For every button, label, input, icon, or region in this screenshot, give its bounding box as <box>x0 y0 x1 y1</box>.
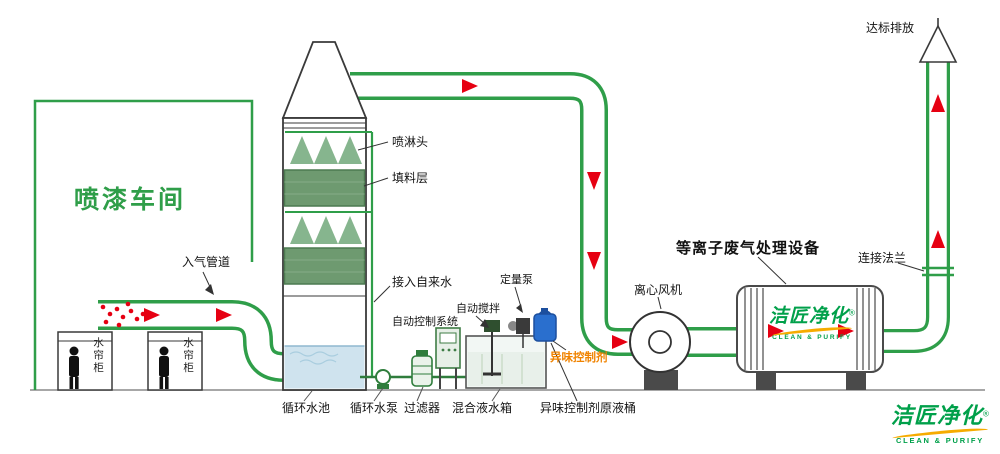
main-duct-pipe <box>350 72 640 356</box>
workshop-building-outline <box>33 99 254 390</box>
brand-logo-footer: 洁匠净化® CLEAN & PURIFY <box>884 398 996 445</box>
exhaust-stack-pipe <box>878 58 950 353</box>
paint-mist-dots <box>100 301 146 328</box>
label-pool: 循环水池 <box>282 401 331 415</box>
label-circ-pump: 循环水泵 <box>350 401 399 415</box>
packing-layer-block-1 <box>283 169 366 207</box>
label-odor-agent: 异味控制剂 <box>550 352 608 364</box>
flow-arrow-top-pipe <box>462 79 478 93</box>
leader-arrowheads <box>205 284 523 328</box>
brand-logo-equipment: 洁匠净化® CLEAN & PURIFY <box>764 301 860 341</box>
label-water-curtain-2: 水帘柜 <box>182 337 195 375</box>
mixing-tank <box>465 335 547 389</box>
flow-arrow-stack-2 <box>931 94 945 112</box>
label-plasma-unit: 等离子废气处理设备 <box>676 240 821 257</box>
brand-name: 洁匠净化 <box>769 306 850 327</box>
label-ticks <box>303 386 501 402</box>
label-auto-stir: 自动搅拌 <box>456 303 500 315</box>
label-fan: 离心风机 <box>634 283 683 297</box>
flow-arrow-stack-1 <box>931 230 945 248</box>
label-water-curtain-1: 水帘柜 <box>92 337 105 375</box>
label-agent-barrel: 异味控制剂原液桶 <box>540 401 637 415</box>
label-inlet-duct: 入气管道 <box>182 255 231 269</box>
metering-pump-device <box>508 318 530 348</box>
registered-mark: ® <box>983 409 989 419</box>
centrifugal-fan-unit <box>629 311 691 390</box>
water-curtain-cabinet-2 <box>147 331 203 391</box>
circulating-pump-device <box>375 369 391 389</box>
label-auto-control: 自动控制系统 <box>392 316 458 328</box>
flow-arrow-down-1 <box>587 172 601 190</box>
label-discharge: 达标排放 <box>866 21 915 35</box>
worker-figure-1 <box>69 346 79 389</box>
inlet-duct-pipe <box>98 300 292 382</box>
brand-name: 洁匠净化 <box>891 403 984 428</box>
spray-nozzles-row-1 <box>285 131 372 164</box>
registered-mark: ® <box>849 308 855 318</box>
brand-tagline: CLEAN & PURIFY <box>895 436 985 445</box>
filter-device <box>411 350 433 387</box>
flow-arrows <box>144 79 945 349</box>
leader-lines <box>202 141 925 402</box>
spray-tower <box>281 41 374 391</box>
label-spray-head: 喷淋头 <box>392 135 429 149</box>
water-curtain-cabinet-1 <box>57 331 113 391</box>
auto-stirrer <box>483 320 501 376</box>
label-flange: 连接法兰 <box>858 251 907 265</box>
brand-tagline: CLEAN & PURIFY <box>772 334 852 341</box>
worker-figure-2 <box>159 346 169 389</box>
label-filter: 过滤器 <box>404 401 441 415</box>
stack-vent-cone <box>918 18 958 63</box>
flow-arrow-duct-1 <box>144 308 160 322</box>
label-tap-water: 接入自来水 <box>392 275 453 289</box>
flow-arrow-duct-2 <box>216 308 232 322</box>
flow-arrow-fan-inlet <box>612 335 628 349</box>
control-cabinet <box>435 327 461 389</box>
circulating-pool-water <box>284 345 365 389</box>
spray-nozzles-row-2 <box>285 211 372 244</box>
label-metering-pump: 定量泵 <box>500 274 533 286</box>
flow-arrow-down-2 <box>587 252 601 270</box>
packing-layer-block-2 <box>283 247 366 285</box>
flange-marks <box>922 266 954 277</box>
label-packing-layer: 填料层 <box>392 171 429 185</box>
odor-agent-barrel <box>533 308 557 342</box>
label-mixing-tank: 混合液水箱 <box>452 401 513 415</box>
label-workshop: 喷漆车间 <box>74 186 187 214</box>
flow-arrow-plasma-in <box>768 324 784 338</box>
